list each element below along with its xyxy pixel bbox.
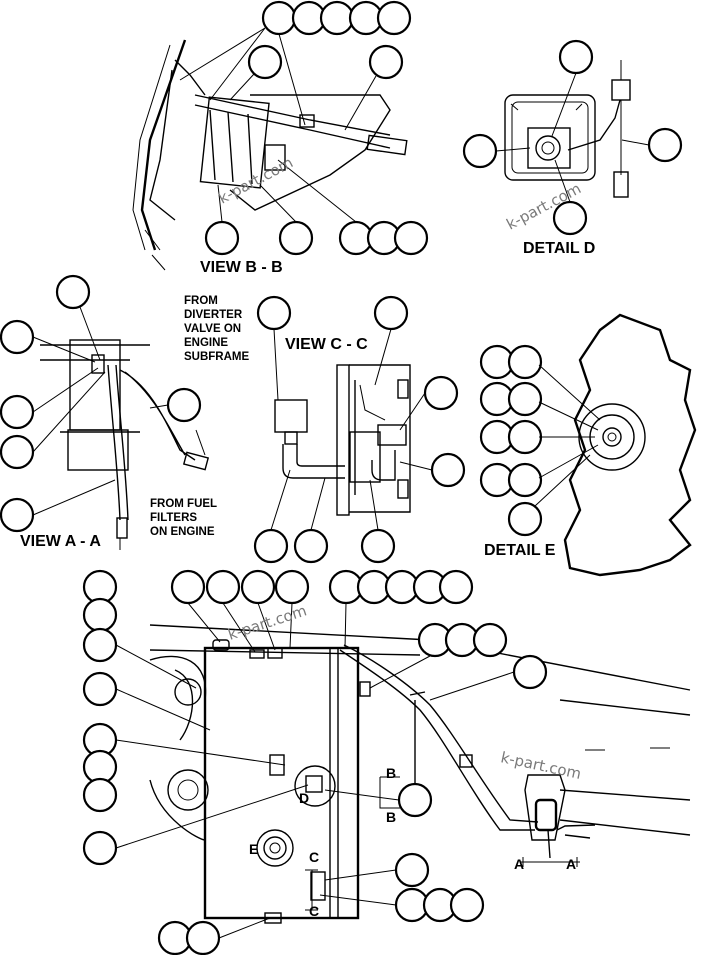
section-a-right-label: A: [566, 856, 576, 872]
section-b-top-label: B: [386, 765, 396, 781]
view-c-c-drawing: [274, 364, 411, 516]
watermark-3: k-part.com: [226, 601, 309, 643]
svg-text:FILTERS: FILTERS: [150, 512, 197, 524]
detail-e-callouts: [479, 344, 543, 537]
detail-e-drawing: [563, 313, 697, 577]
detail-e-ref-label: E: [249, 841, 258, 857]
view-b-b-title: VIEW B - B: [200, 259, 283, 276]
view-c-c-callouts: [253, 295, 466, 564]
section-c-bottom-label: C: [309, 903, 319, 919]
svg-text:ENGINE: ENGINE: [184, 337, 228, 349]
svg-text:FROM FUEL: FROM FUEL: [150, 498, 217, 510]
detail-e-title: DETAIL E: [484, 542, 556, 559]
section-b-bottom-label: B: [386, 809, 396, 825]
main-assembly-callouts: [82, 569, 548, 955]
view-b-b-callouts: [204, 0, 429, 256]
view-b-b-leaders: [179, 27, 377, 223]
svg-text:FROM: FROM: [184, 295, 218, 307]
view-a-a-drawing: [40, 339, 210, 539]
svg-text:DIVERTER: DIVERTER: [184, 309, 243, 321]
view-c-c-title: VIEW C - C: [285, 336, 368, 353]
detail-d-callouts: [462, 39, 683, 236]
main-assembly-leaders: [115, 602, 515, 939]
detail-d-title: DETAIL D: [523, 240, 595, 257]
view-a-a-title: VIEW A - A: [20, 533, 101, 550]
view-b-b-drawing: [132, 39, 408, 271]
detail-d-ref-label: D: [299, 790, 309, 806]
from-fuel-note: FROM FUEL FILTERS ON ENGINE: [150, 498, 217, 538]
section-a-left-label: A: [514, 856, 524, 872]
from-diverter-note: FROM DIVERTER VALVE ON ENGINE SUBFRAME: [184, 295, 249, 363]
view-a-a-leaders: [32, 306, 206, 550]
detail-e-leaders: [534, 364, 601, 507]
watermark-1: k-part.com: [215, 153, 296, 207]
watermark-4: k-part.com: [499, 748, 583, 783]
detail-d-drawing: [504, 60, 631, 198]
detail-d-leaders: [495, 72, 650, 203]
svg-text:ON ENGINE: ON ENGINE: [150, 526, 215, 538]
section-c-top-label: C: [309, 849, 319, 865]
view-a-a-callouts: [0, 274, 202, 533]
svg-text:VALVE ON: VALVE ON: [184, 323, 241, 335]
view-c-c-leaders: [270, 328, 433, 531]
svg-text:SUBFRAME: SUBFRAME: [184, 351, 249, 363]
